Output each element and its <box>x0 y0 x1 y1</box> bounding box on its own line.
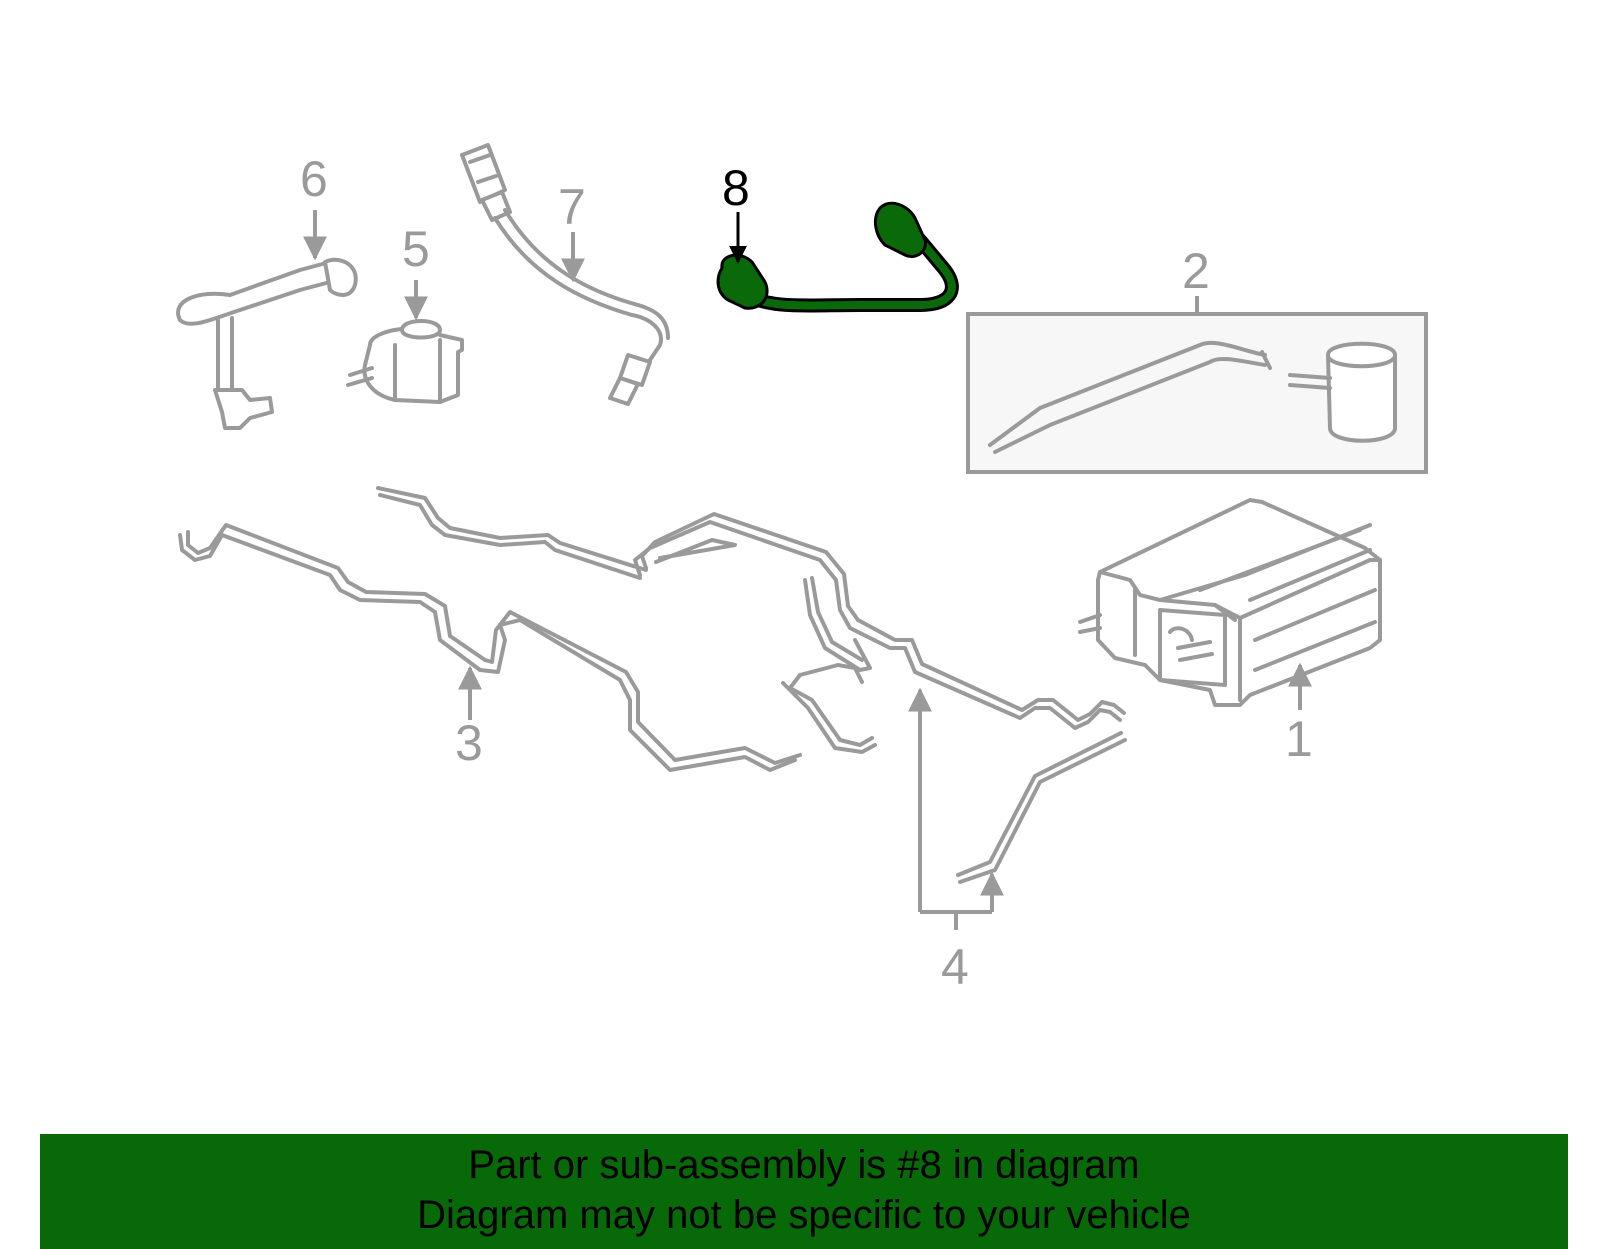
part-5-valve[interactable] <box>346 319 464 404</box>
part-6-hose[interactable] <box>176 257 358 430</box>
info-banner: Part or sub-assembly is #8 in diagram Di… <box>40 1134 1568 1249</box>
part-1-canister[interactable] <box>1078 498 1382 707</box>
callout-2[interactable]: 2 <box>1182 243 1210 299</box>
callout-8[interactable]: 8 <box>722 160 750 216</box>
banner-line-disclaimer: Diagram may not be specific to your vehi… <box>417 1193 1191 1237</box>
part-2-kit[interactable] <box>966 312 1428 474</box>
part-4-vapor-line[interactable] <box>633 512 1127 884</box>
banner-line-part: Part or sub-assembly is #8 in diagram <box>468 1143 1140 1187</box>
part-3-fuel-line[interactable] <box>178 486 802 772</box>
callout-1[interactable]: 1 <box>1285 711 1313 767</box>
callout-4[interactable]: 4 <box>941 939 969 995</box>
callout-3[interactable]: 3 <box>455 715 483 771</box>
callout-4-leader <box>918 690 994 930</box>
callout-6[interactable]: 6 <box>300 151 328 207</box>
part-8-vacuum-hose[interactable] <box>716 201 959 313</box>
callout-7[interactable]: 7 <box>558 179 586 235</box>
callout-5[interactable]: 5 <box>402 221 430 277</box>
